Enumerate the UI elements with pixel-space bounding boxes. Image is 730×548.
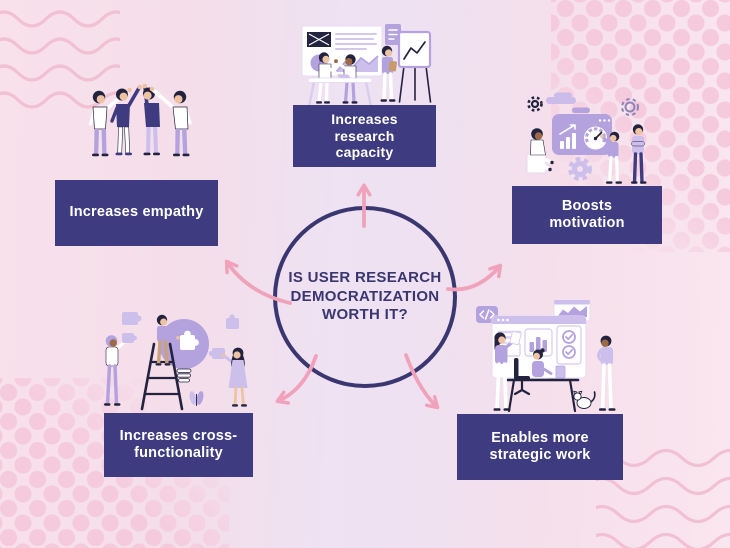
team-dashboard-gears-illustration bbox=[526, 92, 647, 184]
team-high-five-illustration bbox=[88, 83, 192, 157]
left-standing-person bbox=[493, 330, 522, 411]
cloud-icon bbox=[546, 92, 590, 113]
ladder-person bbox=[155, 314, 180, 366]
standing-person bbox=[380, 45, 398, 102]
center-question-circle: IS USER RESEARCH DEMOCRATIZATION WORTH I… bbox=[273, 206, 457, 388]
office-chair bbox=[513, 358, 531, 396]
plant-icon bbox=[189, 391, 204, 406]
label-line: strategic work bbox=[489, 447, 591, 463]
label-line: Boosts bbox=[561, 197, 613, 214]
person-3 bbox=[142, 83, 160, 156]
center-question-text: IS USER RESEARCH DEMOCRATIZATION WORTH I… bbox=[288, 269, 441, 325]
easel-chart bbox=[397, 30, 432, 103]
label-box-crossfunc: Increases cross- functionality bbox=[104, 413, 253, 477]
question-line-2: DEMOCRATIZATION bbox=[290, 287, 440, 305]
whiteboard bbox=[301, 25, 383, 77]
label-box-strategic: Enables more strategic work bbox=[457, 414, 623, 480]
right-person bbox=[221, 347, 248, 407]
puzzle-pieces bbox=[122, 312, 239, 359]
label-line: functionality bbox=[134, 445, 223, 461]
laptop-icon bbox=[337, 74, 351, 78]
label-box-motivation: Boosts motivation bbox=[512, 186, 662, 244]
arms-crossed-person bbox=[631, 124, 647, 184]
checklist-card bbox=[385, 24, 401, 45]
person-4 bbox=[149, 86, 192, 157]
label-box-empathy: Increases empathy bbox=[55, 180, 218, 246]
table bbox=[307, 74, 373, 106]
label-line: research bbox=[334, 127, 395, 144]
team-puzzle-lightbulb-illustration bbox=[104, 312, 248, 411]
person-2 bbox=[110, 84, 143, 156]
seated-person-right bbox=[334, 54, 357, 81]
sitting-person bbox=[526, 128, 554, 174]
seated-person bbox=[532, 348, 553, 377]
left-person bbox=[104, 333, 137, 406]
label-line: Increases empathy bbox=[69, 204, 204, 221]
pointing-person bbox=[600, 131, 622, 184]
ladder bbox=[140, 342, 184, 411]
question-line-3: WORTH IT? bbox=[321, 306, 408, 324]
cat-icon bbox=[573, 390, 596, 409]
label-line: Increases cross- bbox=[119, 427, 238, 444]
gear-outline-icon bbox=[621, 98, 639, 116]
gear-dark-icon bbox=[527, 96, 543, 112]
right-standing-person bbox=[597, 335, 616, 411]
desk bbox=[506, 378, 580, 413]
question-line-1: IS USER RESEARCH bbox=[288, 269, 442, 287]
team-strategy-desk-illustration bbox=[476, 300, 616, 413]
gear-lavender-icon bbox=[568, 157, 592, 181]
label-line: Increases bbox=[331, 110, 398, 127]
team-analyzing-charts-illustration bbox=[301, 24, 432, 106]
label-line: motivation bbox=[549, 215, 625, 231]
label-box-research: Increases research capacity bbox=[293, 105, 436, 167]
label-line: Enables more bbox=[491, 429, 589, 446]
dashboard-panel bbox=[552, 114, 612, 155]
label-line: capacity bbox=[335, 144, 394, 161]
